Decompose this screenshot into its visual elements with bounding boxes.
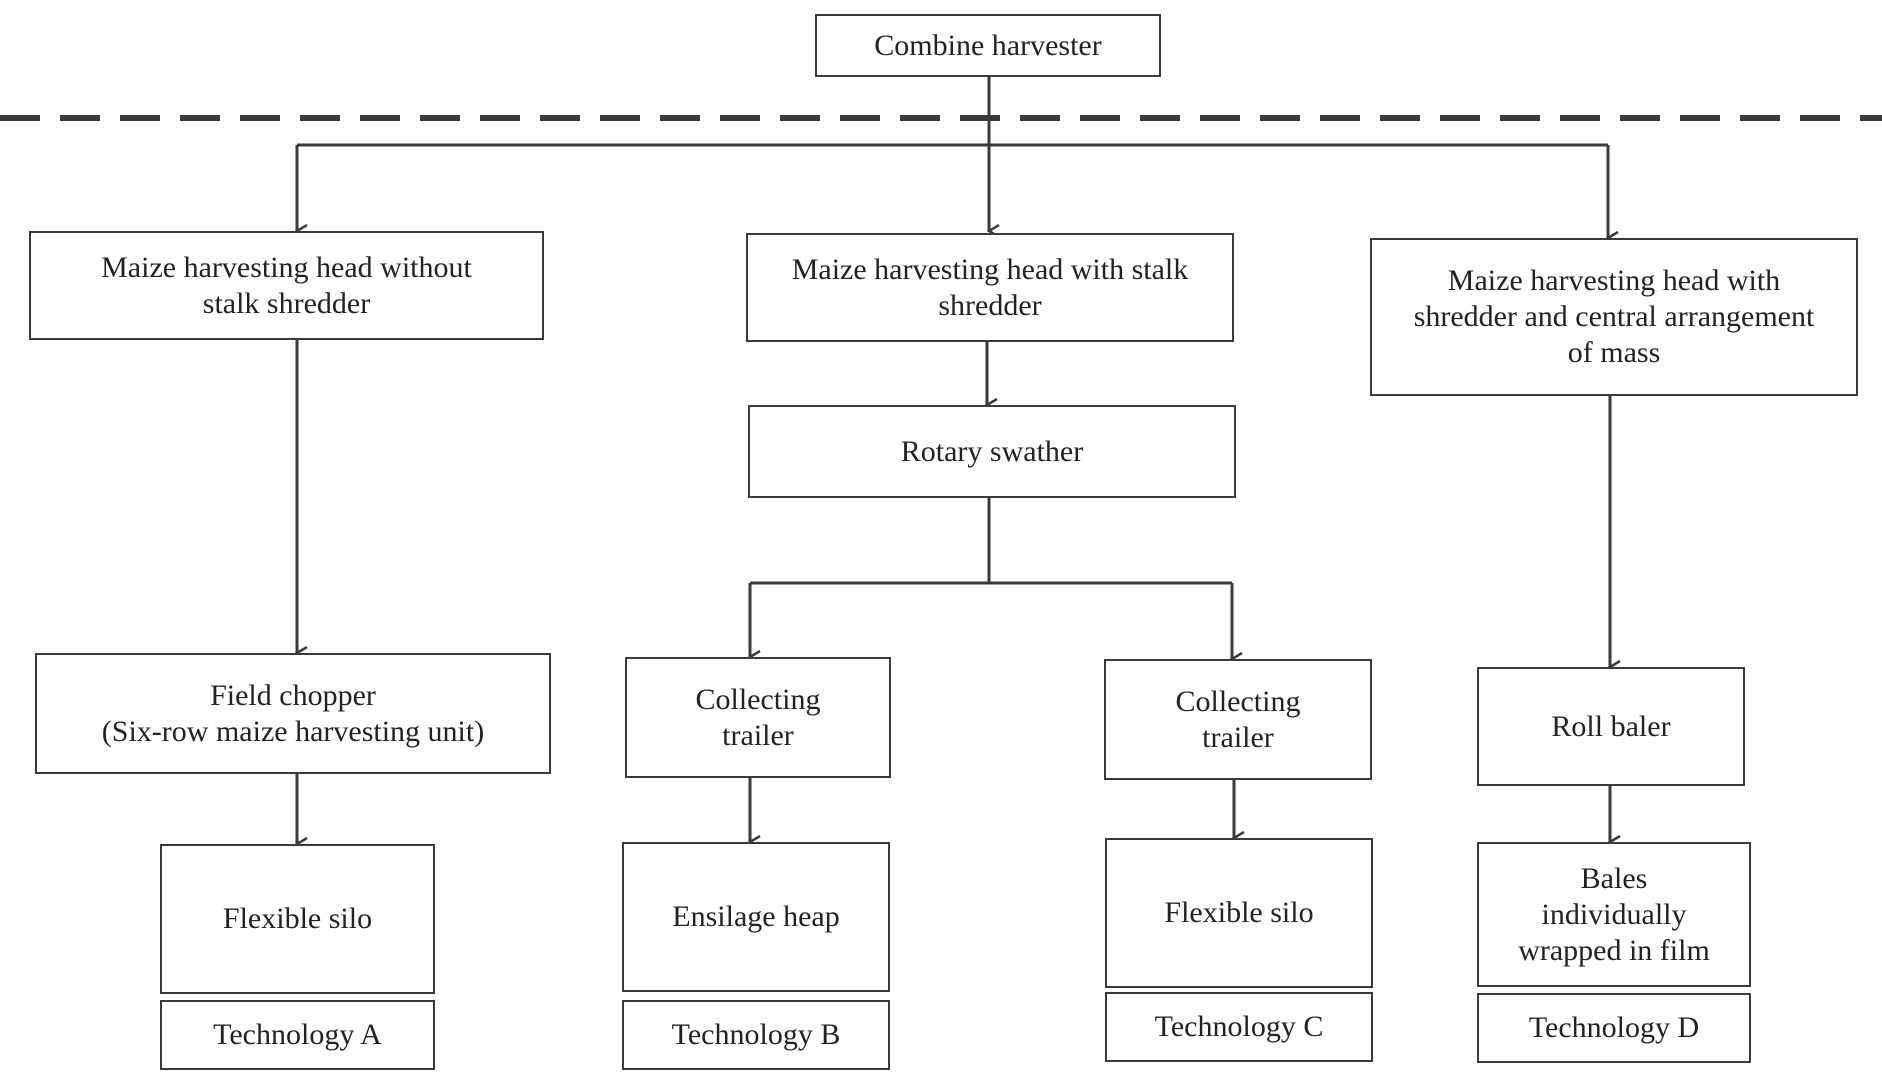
- node-storage-ensilage-heap: Ensilage heap: [622, 842, 890, 992]
- node-rotary-swather: Rotary swather: [748, 405, 1236, 498]
- node-label: Collecting trailer: [695, 682, 821, 752]
- node-label: Field chopper (Six-row maize harvesting …: [101, 678, 485, 748]
- technology-label-b: Technology B: [622, 1000, 890, 1070]
- node-head-without-shredder: Maize harvesting head without stalk shre…: [29, 231, 544, 340]
- technology-label-text: Technology C: [1154, 1010, 1324, 1043]
- node-storage-wrapped-bales: Bales individually wrapped in film: [1477, 842, 1751, 987]
- node-label: Maize harvesting head without stalk shre…: [101, 250, 472, 320]
- technology-label-text: Technology D: [1528, 1011, 1700, 1044]
- node-label: Collecting trailer: [1175, 684, 1301, 754]
- node-label: Ensilage heap: [672, 900, 840, 933]
- node-head-central-arrangement: Maize harvesting head with shredder and …: [1370, 238, 1858, 396]
- node-head-with-shredder: Maize harvesting head with stalk shredde…: [746, 233, 1234, 342]
- node-collecting-trailer-c: Collecting trailer: [1104, 659, 1372, 780]
- node-combine-harvester: Combine harvester: [815, 14, 1161, 77]
- node-storage-flexible-silo-a: Flexible silo: [160, 844, 435, 994]
- technology-label-d: Technology D: [1477, 993, 1751, 1063]
- technology-label-text: Technology B: [671, 1018, 841, 1051]
- node-collecting-trailer-b: Collecting trailer: [625, 657, 891, 778]
- node-label: Maize harvesting head with stalk shredde…: [791, 252, 1189, 322]
- node-roll-baler: Roll baler: [1477, 667, 1745, 786]
- node-label: Flexible silo: [222, 902, 373, 935]
- node-label: Maize harvesting head with shredder and …: [1413, 264, 1815, 369]
- node-field-chopper: Field chopper (Six-row maize harvesting …: [35, 653, 551, 774]
- technology-label-text: Technology A: [213, 1018, 382, 1051]
- node-label: Combine harvester: [874, 28, 1102, 62]
- node-label: Flexible silo: [1164, 896, 1314, 929]
- node-label: Bales individually wrapped in film: [1518, 861, 1710, 967]
- node-label: Roll baler: [1551, 709, 1671, 743]
- node-storage-flexible-silo-c: Flexible silo: [1105, 838, 1373, 988]
- technology-label-c: Technology C: [1105, 992, 1373, 1062]
- technology-label-a: Technology A: [160, 1000, 435, 1070]
- node-label: Rotary swather: [900, 434, 1084, 468]
